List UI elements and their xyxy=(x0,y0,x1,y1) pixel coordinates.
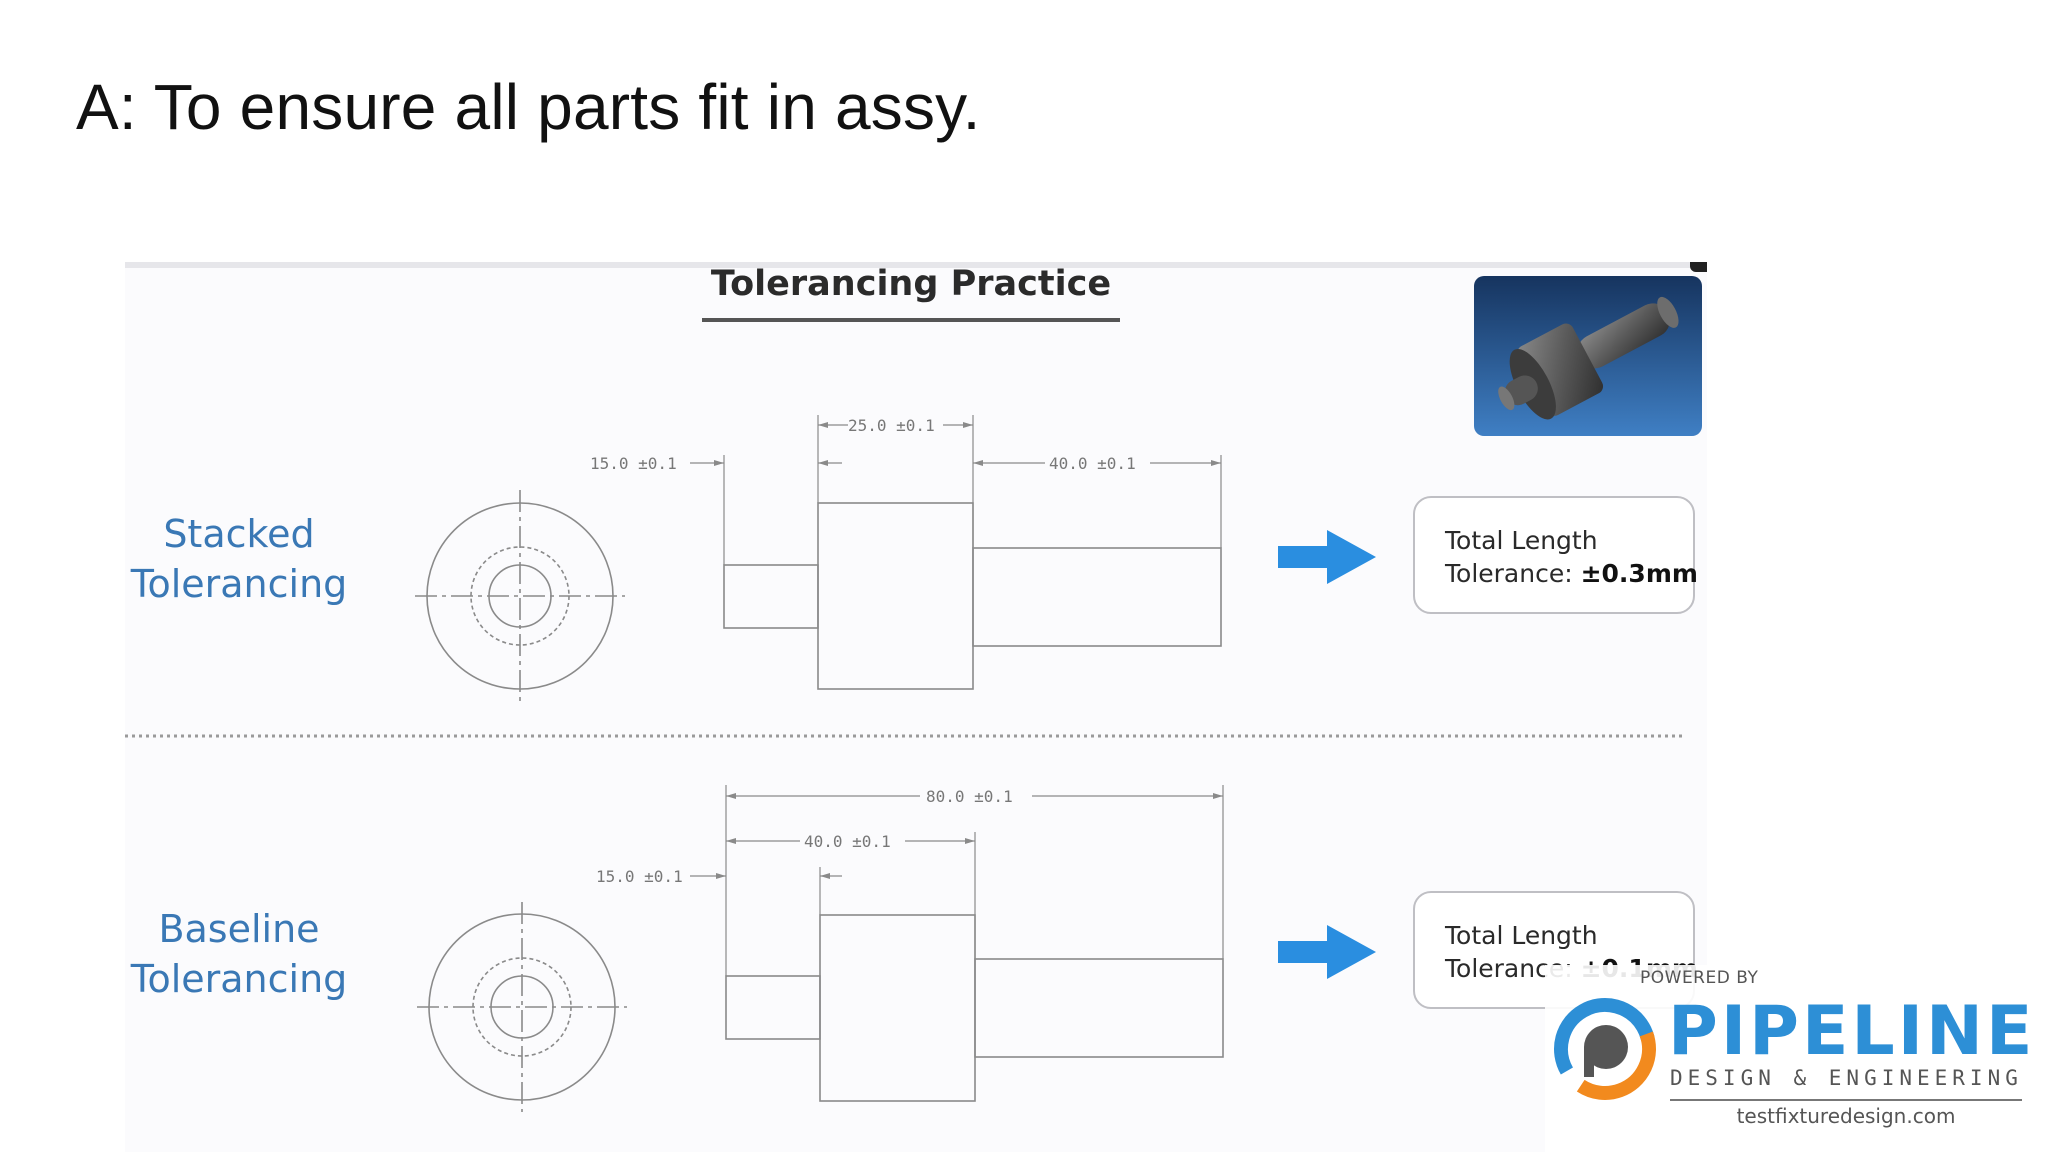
diagram-title: Tolerancing Practice xyxy=(710,264,1112,304)
part-3d-image xyxy=(1474,276,1702,436)
stacked-label-line1: Stacked xyxy=(163,512,315,556)
stacked-result-prefix: Tolerance: xyxy=(1445,559,1581,588)
baseline-end-view xyxy=(417,902,627,1112)
stacked-result-arrow xyxy=(1278,530,1376,584)
stacked-dim-a: 15.0 ±0.1 xyxy=(590,454,677,473)
baseline-label-line2: Tolerancing xyxy=(130,957,348,1001)
title-underline xyxy=(702,318,1120,322)
baseline-dim-a: 15.0 ±0.1 xyxy=(596,867,683,886)
baseline-label: Baseline Tolerancing xyxy=(114,904,364,1004)
baseline-result-title: Total Length xyxy=(1445,921,1598,950)
slide-heading: A: To ensure all parts fit in assy. xyxy=(76,71,981,143)
stacked-result-box: Total Length Tolerance: ±0.3mm xyxy=(1413,496,1698,614)
brand-divider xyxy=(1670,1099,2022,1101)
stacked-dim-b: 25.0 ±0.1 xyxy=(848,416,935,435)
stacked-dimension-lines xyxy=(690,415,1222,565)
brand-subtitle: DESIGN & ENGINEERING xyxy=(1670,1066,2023,1090)
brand-url: testfixturedesign.com xyxy=(1736,1104,1956,1128)
stacked-result-title: Total Length xyxy=(1445,526,1598,555)
watermark-panel xyxy=(1545,965,2048,1152)
stacked-label: Stacked Tolerancing xyxy=(114,509,364,609)
pipeline-logo-icon xyxy=(1554,998,1656,1100)
part-3d-thumbnail xyxy=(1474,276,1702,436)
stacked-result-tolerance: Tolerance: ±0.3mm xyxy=(1445,557,1698,590)
diagram-corner xyxy=(1690,262,1707,272)
baseline-side-view xyxy=(725,914,1224,1102)
stacked-dim-c: 40.0 ±0.1 xyxy=(1049,454,1136,473)
baseline-dimension-lines xyxy=(690,785,1224,976)
brand-name: PIPELINE xyxy=(1668,992,2036,1071)
stacked-result-value: ±0.3mm xyxy=(1580,559,1698,588)
diagram-top-border xyxy=(125,262,1707,268)
baseline-dim-b: 40.0 ±0.1 xyxy=(804,832,891,851)
baseline-dim-c: 80.0 ±0.1 xyxy=(926,787,1013,806)
powered-by-text: POWERED BY xyxy=(1640,968,1759,988)
stacked-end-view xyxy=(415,490,625,702)
stacked-side-view xyxy=(723,502,1222,690)
baseline-label-line1: Baseline xyxy=(158,907,320,951)
baseline-result-arrow xyxy=(1278,925,1376,979)
stacked-label-line2: Tolerancing xyxy=(130,562,348,606)
